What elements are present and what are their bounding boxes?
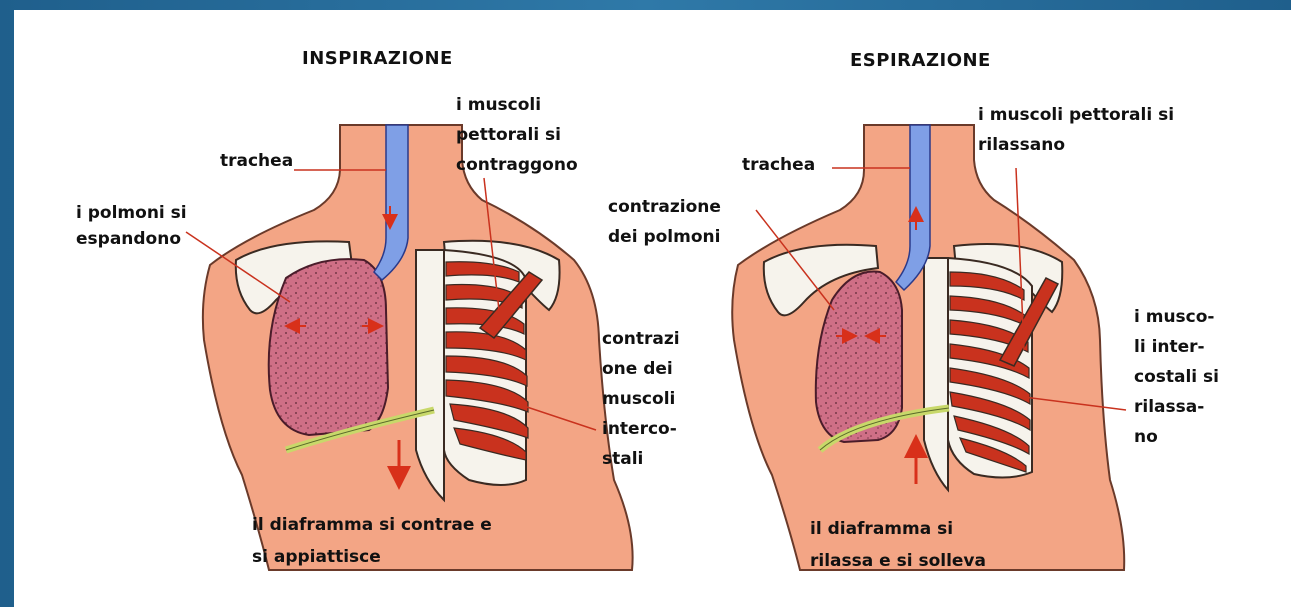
left-diaphragm-label-line1: il diaframma si contrae e <box>252 515 492 535</box>
expiration-figure <box>732 125 1126 570</box>
left-trachea-label: trachea <box>220 151 293 171</box>
inspiration-figure <box>186 125 633 570</box>
right-intercostals-label-line1: i musco- <box>1134 307 1215 327</box>
ribcage <box>924 258 1032 490</box>
right-pectorals-label-line2: rilassano <box>978 135 1065 155</box>
left-lungs-label-line1: i polmoni si <box>76 203 187 223</box>
left-pectorals-label-line3: contraggono <box>456 155 578 175</box>
right-lungs-label-line2: dei polmoni <box>608 227 720 247</box>
ribcage <box>416 250 528 500</box>
right-diaphragm-label-line2: rilassa e si solleva <box>810 551 986 571</box>
right-trachea-label: trachea <box>742 155 815 175</box>
right-intercostals-label-line2: li inter- <box>1134 337 1205 357</box>
right-intercostals-label-line4: rilassa- <box>1134 397 1204 417</box>
right-diaphragm-label-line1: il diaframma si <box>810 519 953 539</box>
expanded-lung <box>269 259 388 435</box>
left-pectorals-label-line2: pettorali si <box>456 125 561 145</box>
left-diaphragm-label-line2: si appiattisce <box>252 547 381 567</box>
left-intercostals-label-line1: contrazi <box>602 329 680 349</box>
right-lungs-label-line1: contrazione <box>608 197 721 217</box>
diagram-panel: INSPIRAZIONE trachea i polmoni si espand… <box>14 10 1291 607</box>
left-lungs-label-line2: espandono <box>76 229 181 249</box>
right-pectorals-label-line1: i muscoli pettorali si <box>978 105 1174 125</box>
left-panel-title: INSPIRAZIONE <box>302 48 453 69</box>
left-intercostals-label-line2: one dei <box>602 359 673 379</box>
right-panel-title: ESPIRAZIONE <box>850 50 991 71</box>
left-pectorals-label-line1: i muscoli <box>456 95 541 115</box>
right-intercostals-label-line3: costali si <box>1134 367 1219 387</box>
breathing-diagram: INSPIRAZIONE trachea i polmoni si espand… <box>14 10 1291 607</box>
left-intercostals-label-line5: stali <box>602 449 643 469</box>
right-intercostals-label-line5: no <box>1134 427 1158 447</box>
left-intercostals-label-line3: muscoli <box>602 389 675 409</box>
left-intercostals-label-line4: interco- <box>602 419 677 439</box>
